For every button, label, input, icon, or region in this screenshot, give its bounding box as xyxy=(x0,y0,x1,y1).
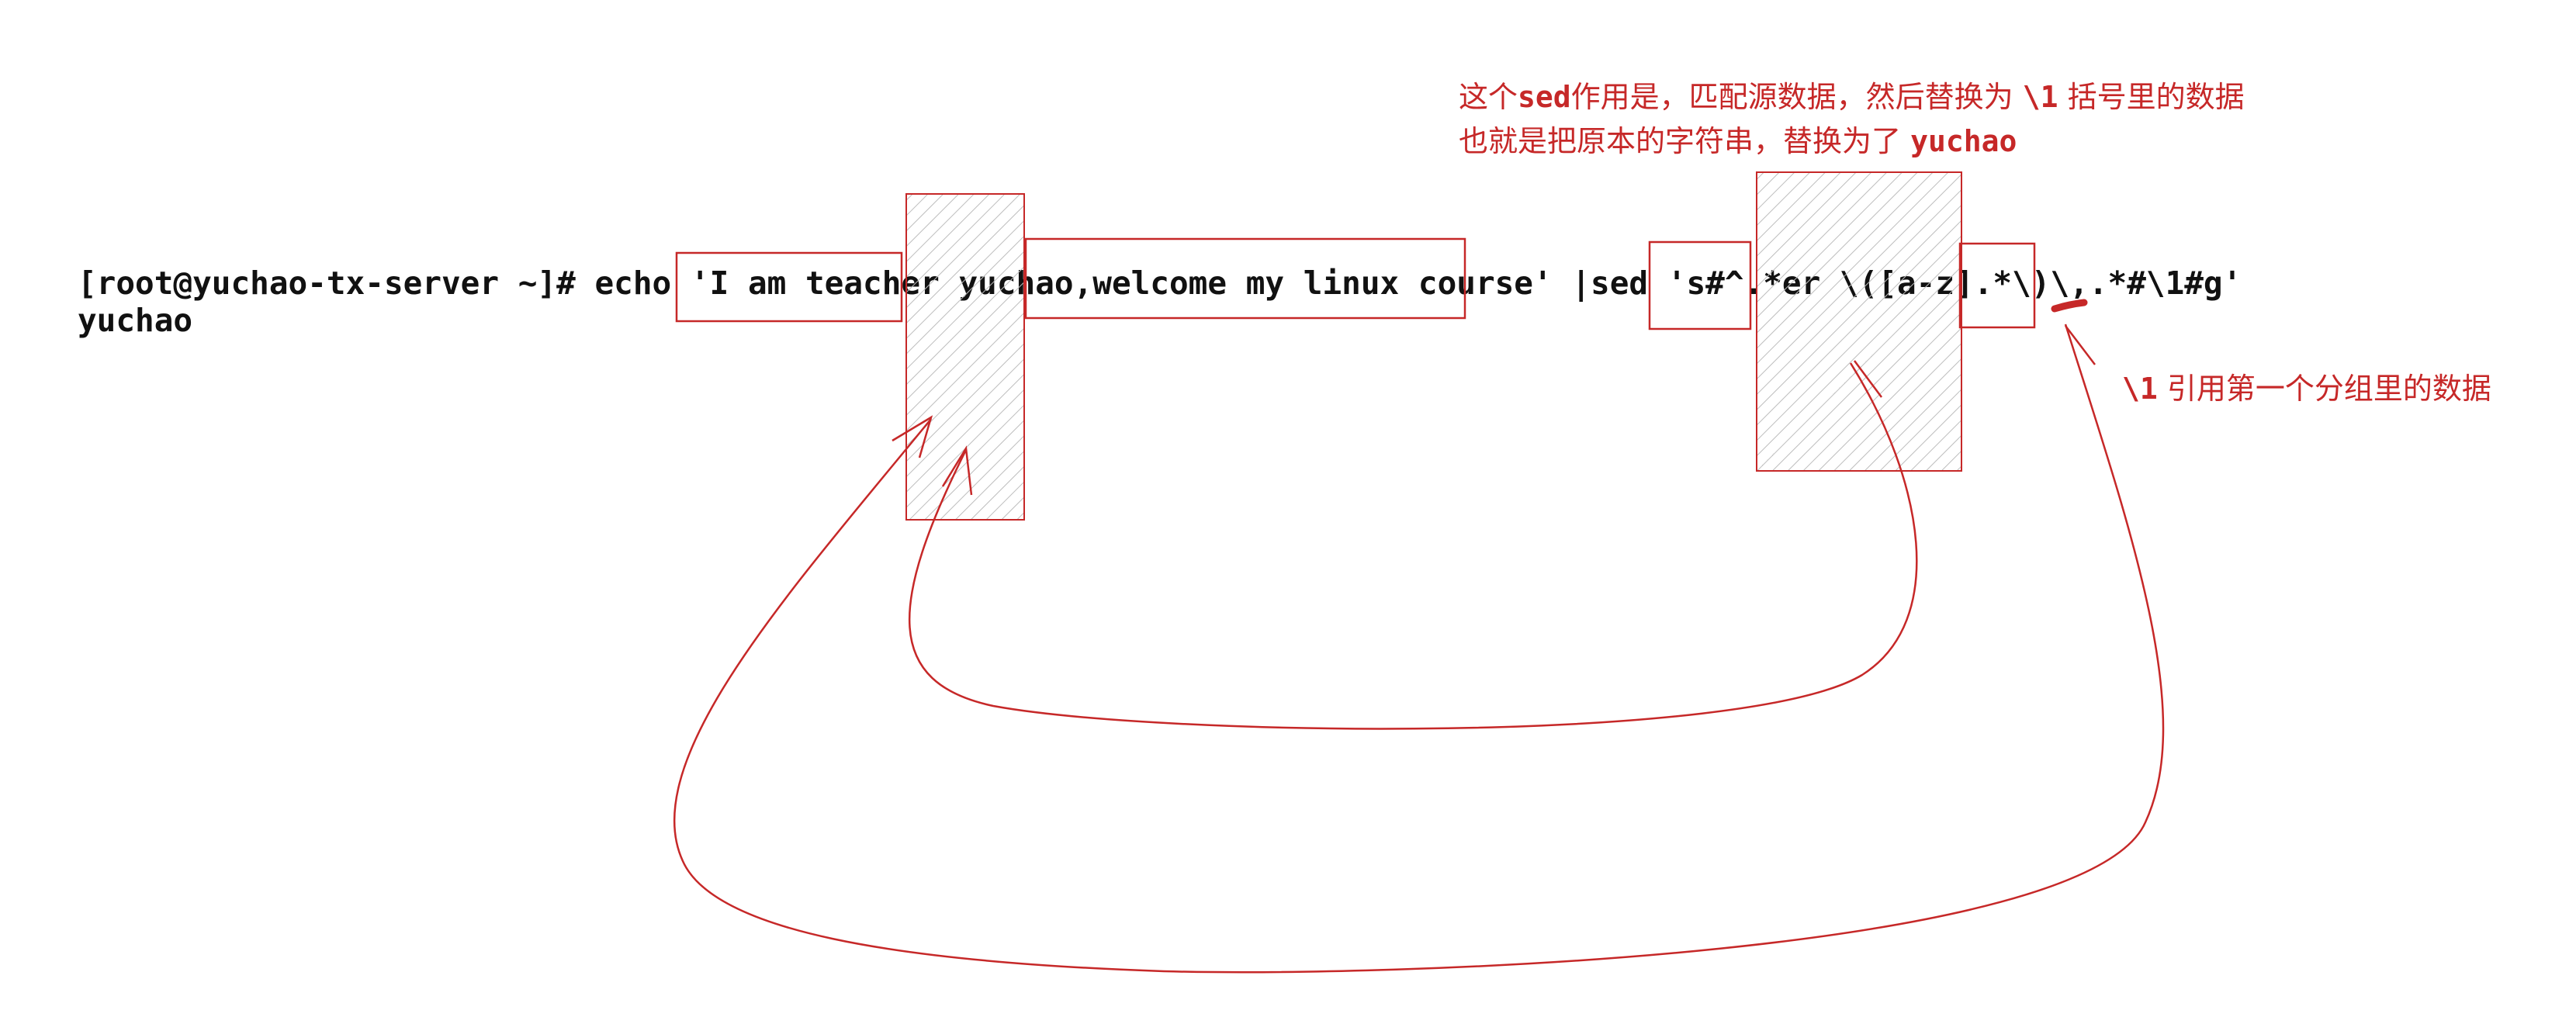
box-i-am-teacher xyxy=(675,251,903,323)
inner-curve-arrow xyxy=(908,362,1918,730)
backref-label-text: 引用第一个分组里的数据 xyxy=(2157,372,2491,406)
explanation-line1-prefix: 这个 xyxy=(1459,80,1518,114)
capture-arrow-tick xyxy=(1853,360,1883,398)
inner-arrow-head xyxy=(941,445,973,496)
explanation-line1-middle: 作用是，匹配源数据，然后替换为 xyxy=(1570,80,2023,114)
outer-arrow-head xyxy=(892,415,933,458)
explanation-line-1: 这个sed作用是，匹配源数据，然后替换为 \1 括号里的数据 xyxy=(1459,82,2245,112)
explanation-line1-ref: \1 xyxy=(2022,80,2058,114)
box-comma-dot-star xyxy=(1958,242,2036,329)
backref-highlight-mark xyxy=(2051,299,2088,313)
outer-curve-arrow xyxy=(673,323,2165,974)
explanation-line-2: 也就是把原本的字符串，替换为了 yuchao xyxy=(1459,126,2017,156)
hatched-box-yuchao xyxy=(905,193,1025,521)
hatched-box-capture-group xyxy=(1756,171,1962,472)
terminal-output-line: yuchao xyxy=(78,302,193,339)
explanation-line2-value: yuchao xyxy=(1910,124,2017,158)
backref-label: \1 引用第一个分组里的数据 xyxy=(2122,374,2491,403)
backref-label-ref: \1 xyxy=(2122,372,2158,406)
box-caret-dot-star-er xyxy=(1648,240,1752,330)
backref-arrow-tick xyxy=(2065,325,2096,365)
explanation-line1-sed: sed xyxy=(1518,80,1571,114)
explanation-line2-text: 也就是把原本的字符串，替换为了 xyxy=(1459,124,1911,158)
explanation-line1-suffix: 括号里的数据 xyxy=(2058,80,2245,114)
box-welcome-course xyxy=(1024,237,1466,320)
